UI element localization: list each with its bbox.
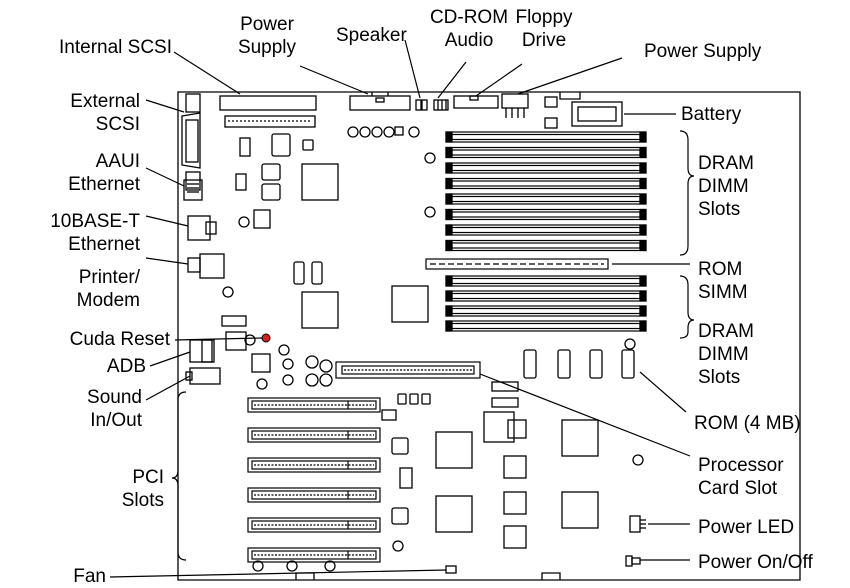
dram-bottom-line1: DRAM: [698, 321, 754, 342]
aaui-port: [183, 179, 203, 201]
processor-card-slot: [335, 361, 481, 379]
dram-bottom-line2: DIMM: [698, 344, 749, 365]
pci-line2: Slots: [121, 490, 164, 511]
floppy-line2: Drive: [521, 30, 567, 51]
pci-line1: PCI: [132, 467, 164, 488]
power-supply-line2: Supply: [237, 37, 297, 58]
rom-simm-line1: ROM: [698, 259, 743, 280]
power-supply-line1: Power: [240, 14, 294, 35]
floppy-connector: [453, 95, 499, 109]
dimm-slot-top-2: [445, 146, 647, 159]
sound-port: [189, 367, 221, 385]
speaker-connector: [415, 99, 428, 111]
label-rom-4mb: ROM (4 MB): [694, 413, 801, 434]
printer-line1: Printer/: [78, 267, 140, 288]
dimm-slot-bottom-3: [445, 305, 647, 317]
dram-top-line2: DIMM: [698, 176, 749, 197]
processor-line2: Card Slot: [698, 478, 778, 499]
dimm-slot-top-4: [445, 177, 647, 190]
pci-slot-2: [247, 427, 381, 443]
power-supply-connector: [349, 92, 411, 111]
pci-slot-5: [247, 517, 381, 533]
pci-slots: [247, 397, 381, 563]
dimm-slot-bottom-4: [445, 320, 647, 332]
label-cuda-reset: Cuda Reset: [69, 329, 170, 350]
power-supply-connector-2: [501, 93, 558, 129]
label-battery: Battery: [681, 104, 742, 125]
floppy-line1: Floppy: [515, 7, 573, 28]
external-scsi-port: [181, 93, 201, 191]
pci-slot-3: [247, 457, 381, 473]
aaui-line1: AAUI: [95, 151, 140, 172]
dimm-slot-top-7: [445, 224, 647, 236]
cuda-reset-button: [261, 333, 271, 343]
10base-t-port: [187, 215, 211, 241]
pci-slot-1: [247, 397, 381, 413]
ext-scsi-line1: External: [70, 91, 140, 112]
sound-line2: In/Out: [90, 410, 142, 431]
label-speaker: Speaker: [336, 25, 407, 46]
rom-simm-slot: [425, 258, 609, 270]
dram-dimm-slots-bottom: [445, 275, 647, 332]
dram-bottom-line3: Slots: [698, 367, 741, 388]
printer-port: [199, 253, 225, 279]
label-power-supply-2: Power Supply: [644, 41, 762, 62]
processor-line1: Processor: [698, 455, 784, 476]
cdrom-line1: CD-ROM: [429, 7, 509, 28]
pci-slot-6: [247, 547, 381, 563]
dimm-slot-top-5: [445, 193, 647, 205]
cdrom-line2: Audio: [444, 30, 494, 51]
dimm-slot-top-6: [445, 208, 647, 221]
power-led-header: [629, 515, 641, 533]
dimm-slot-bottom-2: [445, 290, 647, 302]
tenbase-line2: Ethernet: [68, 234, 140, 255]
dimm-slot-top-8: [445, 239, 647, 252]
dimm-slot-top-3: [445, 162, 647, 174]
sound-line1: Sound: [87, 387, 142, 408]
rom-simm-line2: SIMM: [698, 282, 748, 303]
cdrom-audio-connector: [433, 99, 449, 111]
aaui-line2: Ethernet: [68, 174, 140, 195]
dimm-slot-bottom-1: [445, 275, 647, 287]
dram-top-line3: Slots: [698, 199, 741, 220]
label-adb: ADB: [106, 356, 146, 377]
dram-top-line1: DRAM: [698, 153, 754, 174]
leader-lines: [109, 39, 695, 578]
printer-line2: Modem: [76, 290, 140, 311]
dimm-slot-top-1: [445, 131, 647, 143]
pci-slot-4: [247, 487, 381, 503]
label-power-onoff: Power On/Off: [698, 552, 813, 573]
label-fan: Fan: [73, 566, 106, 587]
power-switch-header: [625, 555, 633, 567]
ext-scsi-line2: SCSI: [95, 114, 140, 135]
dram-dimm-slots-top: [445, 131, 647, 252]
internal-scsi-connector: [219, 95, 317, 128]
label-printer-modem: Printer/Modem: [20, 266, 140, 312]
label-power-led: Power LED: [698, 517, 795, 538]
fan-header: [445, 565, 457, 574]
label-internal-scsi: Internal SCSI: [59, 37, 172, 58]
battery: [571, 101, 623, 127]
tenbase-line1: 10BASE-T: [50, 211, 140, 232]
